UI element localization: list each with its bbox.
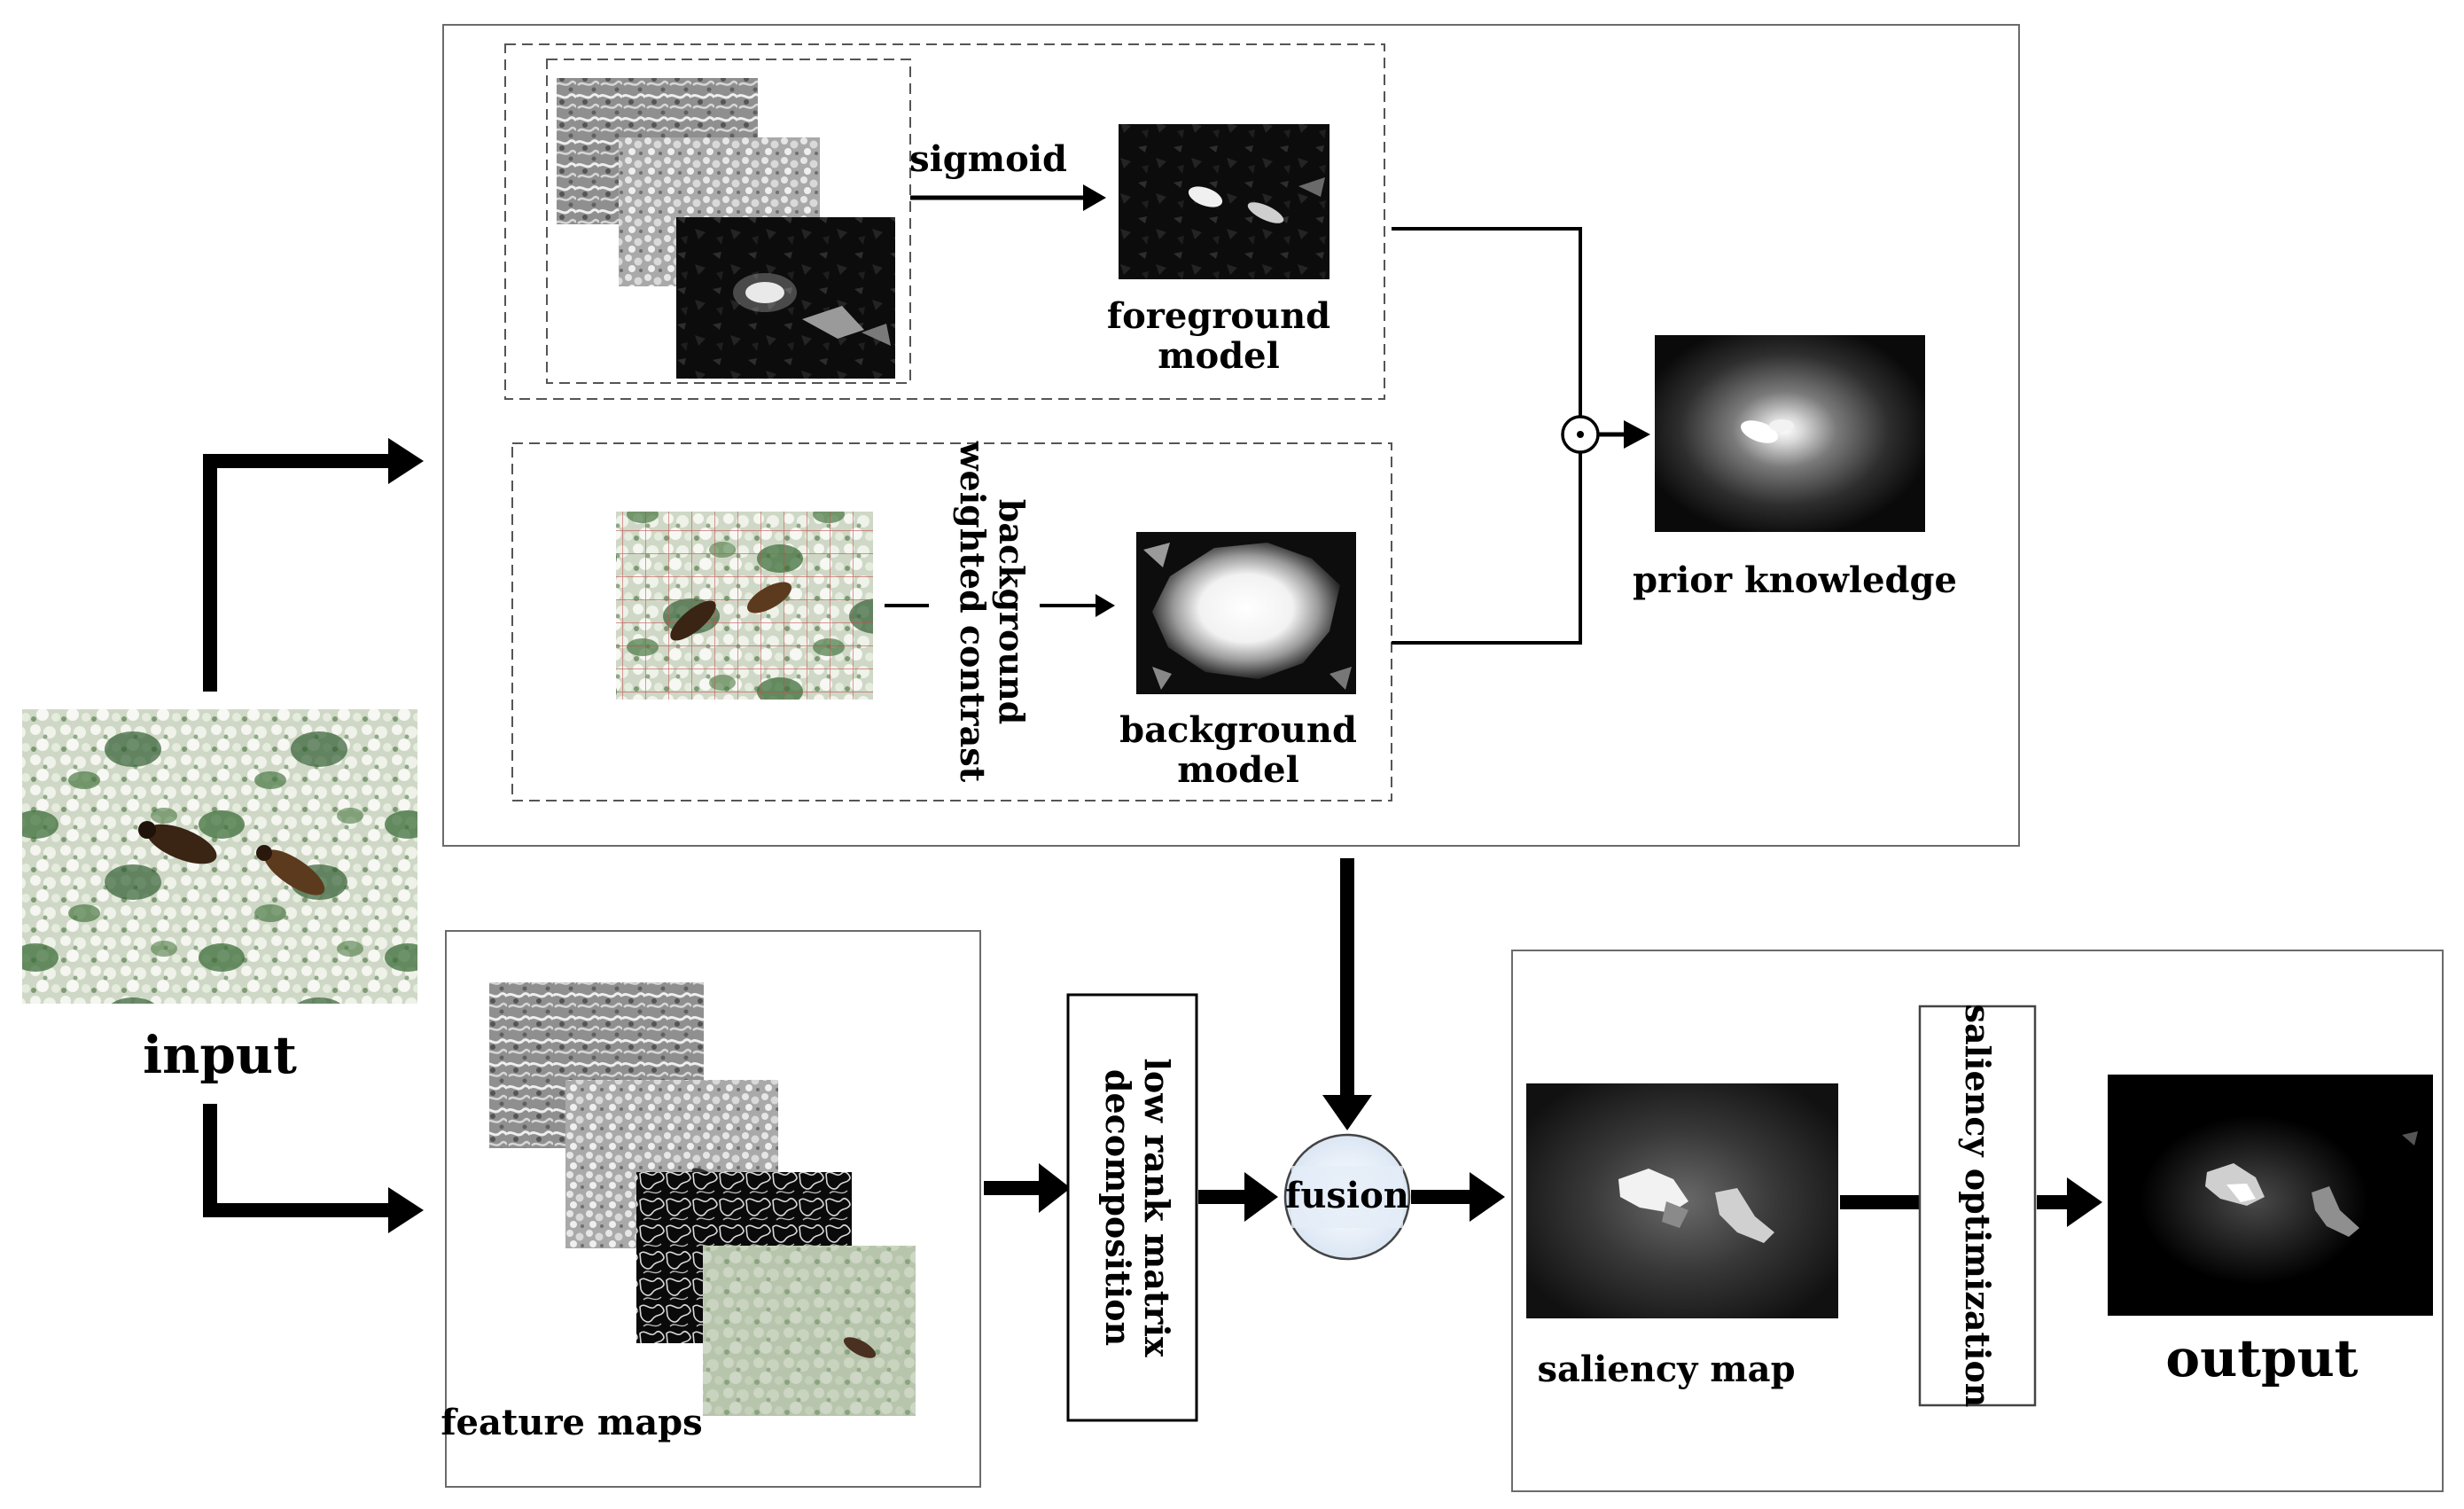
foreground-model-image	[1119, 124, 1329, 279]
output-image	[2108, 1075, 2433, 1316]
bwc-label-line2: weighted contrast	[953, 441, 993, 783]
background-weighted-contrast-label: background weighted contrast	[953, 441, 1032, 783]
low-rank-matrix-decomposition-box	[1066, 993, 1198, 1422]
foreground-to-product-line	[1392, 227, 1582, 417]
superpixel-grid-image	[616, 512, 873, 700]
feature-map-stack	[489, 982, 916, 1416]
feature-maps-panel	[445, 930, 981, 1488]
foreground-dashed-box	[504, 43, 1385, 400]
output-label: output	[2165, 1328, 2358, 1388]
input-to-feature-maps-arrow	[203, 1104, 424, 1233]
background-model-label-line2: model	[1177, 749, 1299, 791]
insect-2	[256, 845, 325, 895]
prior-knowledge-panel	[442, 24, 2020, 847]
optimization-to-output-arrowhead	[2067, 1177, 2102, 1227]
fusion-to-saliency-arrowhead	[1470, 1172, 1505, 1222]
bwc-label-line1: background	[992, 499, 1032, 724]
foreground-model-label-line2: model	[1158, 335, 1280, 377]
foreground-inner-dashed-box	[546, 59, 911, 384]
product-output-arrowhead	[1624, 420, 1650, 449]
insect-1	[138, 821, 217, 864]
low-rank-label-line2: decomposition	[1098, 1069, 1138, 1346]
input-label: input	[143, 1025, 297, 1085]
low-rank-label: low rank matrix decomposition	[1098, 1058, 1177, 1357]
foreground-model-label-line1: foreground	[1107, 295, 1330, 337]
saliency-optimization-box	[1918, 1005, 2037, 1407]
saliency-map-label: saliency map	[1537, 1349, 1795, 1390]
feature-to-lowrank-arrowhead	[1039, 1163, 1071, 1213]
foreground-input-stack	[557, 78, 895, 379]
background-to-product-line	[1392, 452, 1582, 645]
background-dashed-box	[511, 442, 1392, 801]
input-image	[22, 709, 417, 1004]
feature-maps-label: feature maps	[441, 1402, 702, 1443]
input-to-top-arrow	[203, 438, 424, 692]
background-model-label-line1: background	[1119, 709, 1357, 751]
low-rank-label-line1: low rank matrix	[1137, 1058, 1177, 1357]
background-model-image	[1136, 532, 1356, 694]
saliency-map-image	[1526, 1083, 1838, 1318]
lowrank-to-fusion-arrowhead	[1244, 1172, 1278, 1222]
saliency-optimization-label: saliency optimization	[1958, 1005, 1998, 1408]
prior-knowledge-image	[1655, 335, 1925, 532]
saliency-optimization-label-group: saliency optimization	[1958, 1005, 1998, 1408]
prior-knowledge-label: prior knowledge	[1633, 559, 1957, 601]
fusion-label: fusion	[1285, 1175, 1409, 1216]
prior-to-fusion-arrowhead	[1322, 1095, 1372, 1130]
saliency-output-panel	[1511, 950, 2444, 1492]
sigmoid-label: sigmoid	[909, 138, 1067, 180]
